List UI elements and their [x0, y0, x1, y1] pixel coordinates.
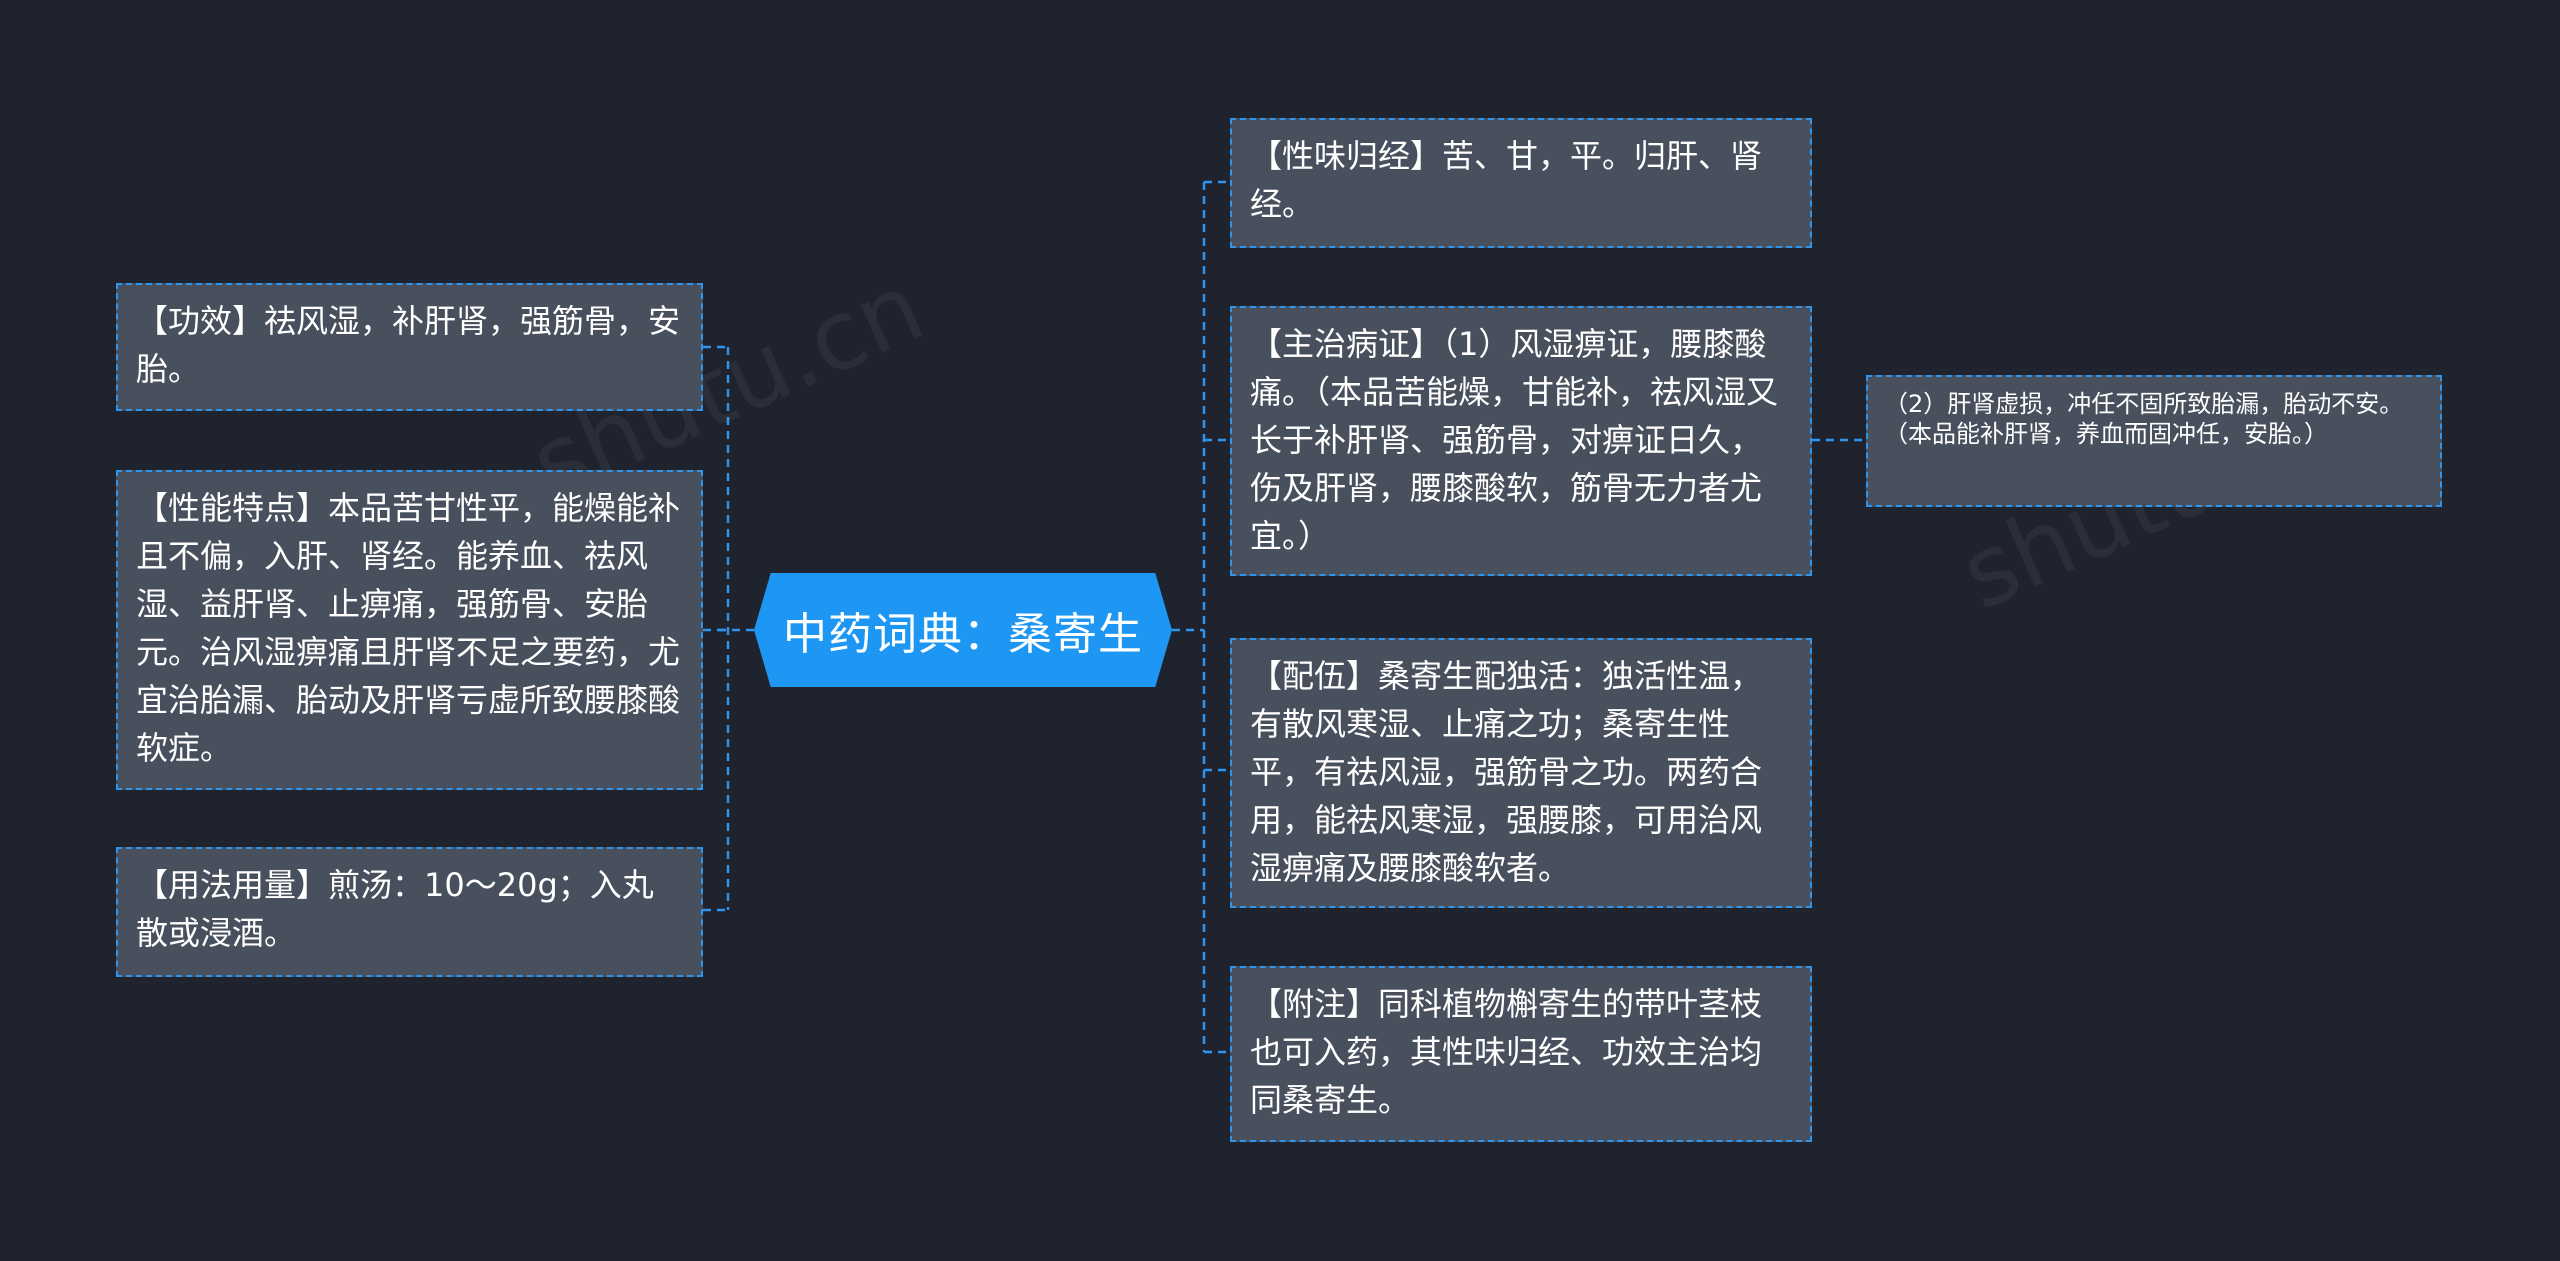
sub-branch-indication-2[interactable]: （2）肝肾虚损，冲任不固所致胎漏，胎动不安。（本品能补肝肾，养血而固冲任，安胎。…: [1866, 375, 2442, 507]
branch-note[interactable]: 【附注】同科植物槲寄生的带叶茎枝也可入药，其性味归经、功效主治均同桑寄生。: [1230, 966, 1812, 1142]
central-topic[interactable]: 中药词典：桑寄生: [754, 573, 1172, 687]
branch-combination[interactable]: 【配伍】桑寄生配独活：独活性温，有散风寒湿、止痛之功；桑寄生性平，有祛风湿，强筋…: [1230, 638, 1812, 908]
branch-efficacy[interactable]: 【功效】祛风湿，补肝肾，强筋骨，安胎。: [116, 283, 703, 411]
branch-nature-meridian[interactable]: 【性味归经】苦、甘，平。归肝、肾经。: [1230, 118, 1812, 248]
branch-properties[interactable]: 【性能特点】本品苦甘性平，能燥能补且不偏，入肝、肾经。能养血、祛风湿、益肝肾、止…: [116, 470, 703, 790]
branch-indications[interactable]: 【主治病证】（1）风湿痹证，腰膝酸痛。（本品苦能燥，甘能补，祛风湿又长于补肝肾、…: [1230, 306, 1812, 576]
branch-dosage[interactable]: 【用法用量】煎汤：10～20g；入丸散或浸酒。: [116, 847, 703, 977]
